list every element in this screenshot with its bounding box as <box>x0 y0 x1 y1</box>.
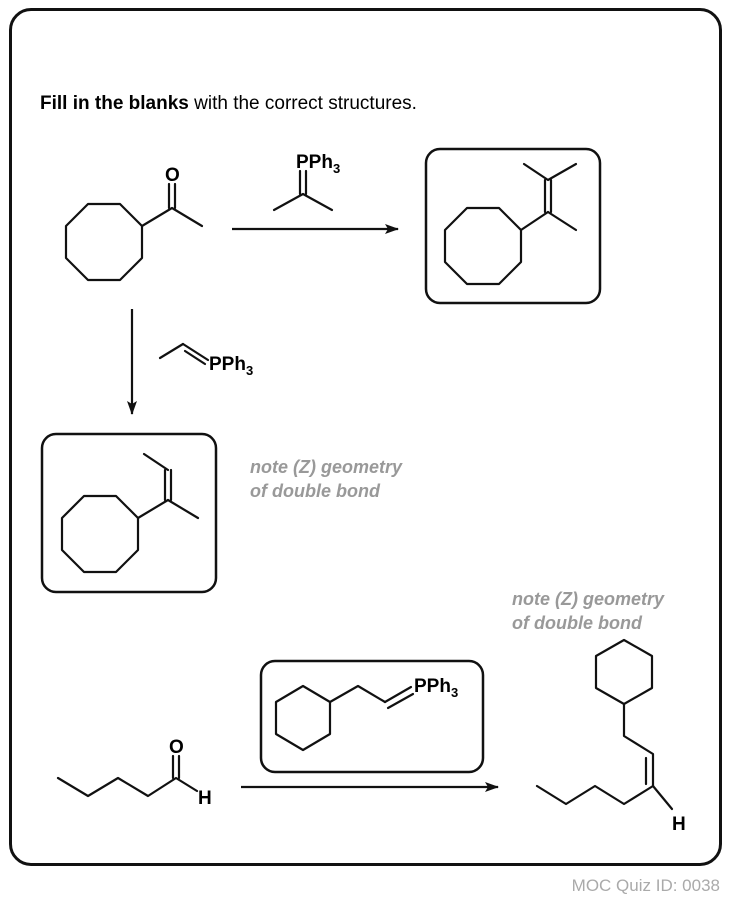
product3-upper-chain <box>622 702 655 788</box>
product3-h-bond <box>651 784 674 811</box>
product2-methyl <box>166 498 200 520</box>
reagent3-double-1 <box>383 685 413 704</box>
product3-lower-chain <box>535 784 655 806</box>
reagent3-pph3: PPh3 <box>414 676 458 700</box>
reagent3-chain <box>328 684 387 704</box>
product2-box <box>40 432 218 594</box>
reagent3-ring <box>274 684 332 752</box>
ylide1-methyls <box>272 192 334 212</box>
product1-answer-box <box>424 147 602 305</box>
product2-answer-box <box>40 432 218 594</box>
note-z-geometry-1: note (Z) geometry of double bond <box>250 455 402 503</box>
starting-aldehyde: O H <box>56 737 212 809</box>
note2-line1: note (Z) geometry <box>512 589 665 609</box>
instructions: Fill in the blanks with the correct stru… <box>40 93 417 115</box>
ylide2-methyl <box>158 342 185 360</box>
aldehyde-oxygen: O <box>169 737 184 758</box>
cyclooctane-ring <box>64 202 144 282</box>
reagent3-double-2 <box>386 692 415 710</box>
product1-box <box>424 147 602 305</box>
instructions-bold: Fill in the blanks <box>40 93 189 114</box>
aldehyde-hydrogen: H <box>198 788 212 809</box>
product2-ring <box>60 494 140 574</box>
product3-z-alkene: H <box>535 638 686 835</box>
reagent3-box <box>259 659 485 774</box>
ketone-chain <box>140 206 204 228</box>
reagent-isopropylidene-ylide: PPh3 <box>272 152 340 212</box>
product1-methyls-top <box>522 162 578 182</box>
product2-terminal-methyl <box>142 452 170 472</box>
product3-ring <box>594 638 654 706</box>
product3-hydrogen: H <box>672 814 686 835</box>
product1-link <box>519 210 550 232</box>
ylide2-double-2 <box>183 349 207 366</box>
quiz-id-label: MOC Quiz ID: 0038 <box>571 876 720 895</box>
product2-link <box>136 498 170 520</box>
note-z-geometry-2: note (Z) geometry of double bond <box>512 587 664 635</box>
product1-methyl-a <box>546 210 578 232</box>
note2-line2: of double bond <box>512 613 642 633</box>
ylide2-double-1 <box>181 342 210 362</box>
reagent3-answer-box: PPh3 <box>259 659 485 774</box>
quiz-frame <box>9 8 722 866</box>
ketone-oxygen: O <box>165 165 180 186</box>
reagent1-pph3: PPh3 <box>296 152 340 176</box>
starting-ketone: O <box>64 165 204 282</box>
reagent-ethylidene-ylide: PPh3 <box>158 342 253 378</box>
instructions-rest: with the correct structures. <box>188 93 417 114</box>
reagent2-pph3: PPh3 <box>209 354 253 378</box>
product1-ring <box>443 206 523 286</box>
note1-line2: of double bond <box>250 481 380 501</box>
aldehyde-chain <box>56 776 199 798</box>
note1-line1: note (Z) geometry <box>250 457 403 477</box>
